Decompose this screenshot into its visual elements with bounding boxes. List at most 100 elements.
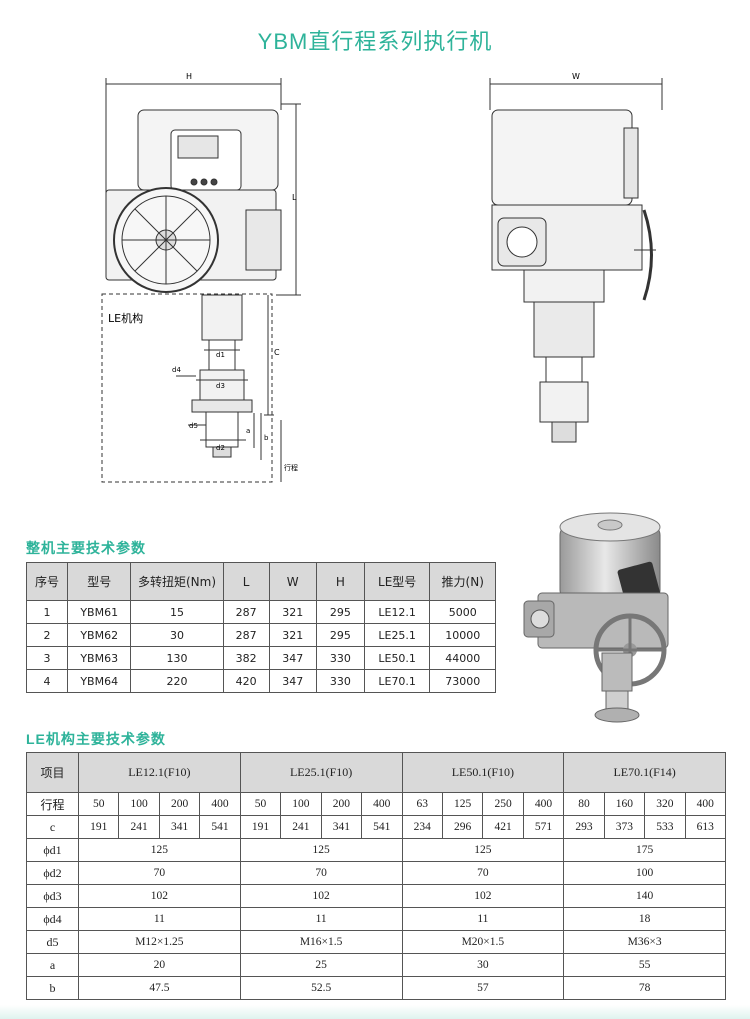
table-cell: 18	[563, 907, 726, 931]
table-cell: 100	[563, 861, 726, 885]
dim-a-label: a	[246, 427, 250, 435]
table-cell: 200	[320, 792, 363, 816]
row-label: a	[26, 953, 79, 977]
table-cell: 421	[482, 815, 524, 839]
dim-d5-label: d5	[189, 422, 198, 430]
table-cell: 80	[563, 792, 605, 816]
table-cell: M20×1.5	[401, 930, 565, 954]
item-header: 项目	[26, 752, 79, 793]
col-header: LE型号	[363, 562, 431, 601]
dim-w-label: W	[572, 72, 580, 81]
table-cell: 234	[401, 815, 443, 839]
row-label: 行程	[26, 792, 79, 816]
table-cell: 321	[268, 600, 317, 624]
table-cell: 341	[320, 815, 363, 839]
table-cell: 44000	[429, 646, 496, 670]
table-cell: 70	[78, 861, 241, 885]
table-cell: 63	[401, 792, 443, 816]
table-cell: 1	[26, 600, 68, 624]
row-label: c	[26, 815, 79, 839]
table-cell: 160	[603, 792, 646, 816]
table-cell: 20	[78, 953, 241, 977]
table-cell: 100	[280, 792, 322, 816]
table-cell: 2	[26, 623, 68, 647]
table-cell: 330	[315, 646, 365, 670]
table-cell: 295	[315, 623, 365, 647]
dim-d4-label: d4	[172, 366, 181, 374]
table-cell: 100	[118, 792, 160, 816]
table-cell: 130	[130, 646, 224, 670]
dim-d1-label: d1	[216, 351, 225, 359]
group-header: LE50.1(F10)	[401, 752, 565, 793]
table-cell: 5000	[429, 600, 496, 624]
table-cell: 57	[401, 976, 565, 1000]
col-header: 型号	[66, 562, 132, 601]
product-photo	[523, 512, 669, 723]
page-title: YBM直行程系列执行机	[257, 29, 493, 54]
table-cell: 220	[130, 669, 224, 693]
col-header: W	[268, 562, 317, 601]
table-cell: YBM63	[66, 646, 132, 670]
row-label: ϕd4	[26, 907, 79, 931]
row-label: ϕd2	[26, 861, 79, 885]
col-header: L	[222, 562, 270, 601]
table-cell: 102	[401, 884, 565, 908]
table-cell: M36×3	[563, 930, 726, 954]
table-cell: 191	[239, 815, 282, 839]
table-cell: 73000	[429, 669, 496, 693]
section2-title: LE机构主要技术参数	[26, 731, 166, 747]
table-cell: 400	[684, 792, 727, 816]
table-cell: YBM62	[66, 623, 132, 647]
table-cell: 140	[563, 884, 726, 908]
table-cell: 25	[239, 953, 403, 977]
row-label: ϕd3	[26, 884, 79, 908]
table-cell: 330	[315, 669, 365, 693]
table-cell: 541	[361, 815, 403, 839]
row-label: ϕd1	[26, 838, 79, 862]
table-cell: 3	[26, 646, 68, 670]
table-cell: 382	[222, 646, 270, 670]
table-cell: 47.5	[78, 976, 241, 1000]
col-header: 序号	[26, 562, 68, 601]
table-cell: 420	[222, 669, 270, 693]
table-cell: 52.5	[239, 976, 403, 1000]
table-cell: 400	[522, 792, 565, 816]
dim-b-label: b	[264, 434, 269, 442]
table-cell: 30	[130, 623, 224, 647]
table-cell: 15	[130, 600, 224, 624]
table-cell: 125	[78, 838, 241, 862]
table-cell: 125	[239, 838, 403, 862]
table-cell: 4	[26, 669, 68, 693]
table-cell: 10000	[429, 623, 496, 647]
table-cell: 400	[361, 792, 403, 816]
le-mechanism-label: LE机构	[108, 311, 143, 325]
table-cell: M12×1.25	[78, 930, 241, 954]
table-cell: 70	[239, 861, 403, 885]
table-cell: 70	[401, 861, 565, 885]
table-cell: 250	[482, 792, 524, 816]
table-cell: 175	[563, 838, 726, 862]
col-header: 推力(N)	[429, 562, 496, 601]
group-header: LE25.1(F10)	[239, 752, 403, 793]
table-cell: 321	[268, 623, 317, 647]
table-cell: 102	[239, 884, 403, 908]
table-cell: 125	[401, 838, 565, 862]
table-cell: 295	[315, 600, 365, 624]
table-cell: LE70.1	[363, 669, 431, 693]
table-cell: 50	[77, 792, 120, 816]
row-label: d5	[26, 930, 79, 954]
dim-l-label: L	[292, 193, 297, 202]
table-cell: 191	[77, 815, 120, 839]
table-cell: 30	[401, 953, 565, 977]
dim-d2-label: d2	[216, 444, 225, 452]
table-header-row: 项目 LE12.1(F10) LE25.1(F10) LE50.1(F10) L…	[26, 752, 726, 793]
